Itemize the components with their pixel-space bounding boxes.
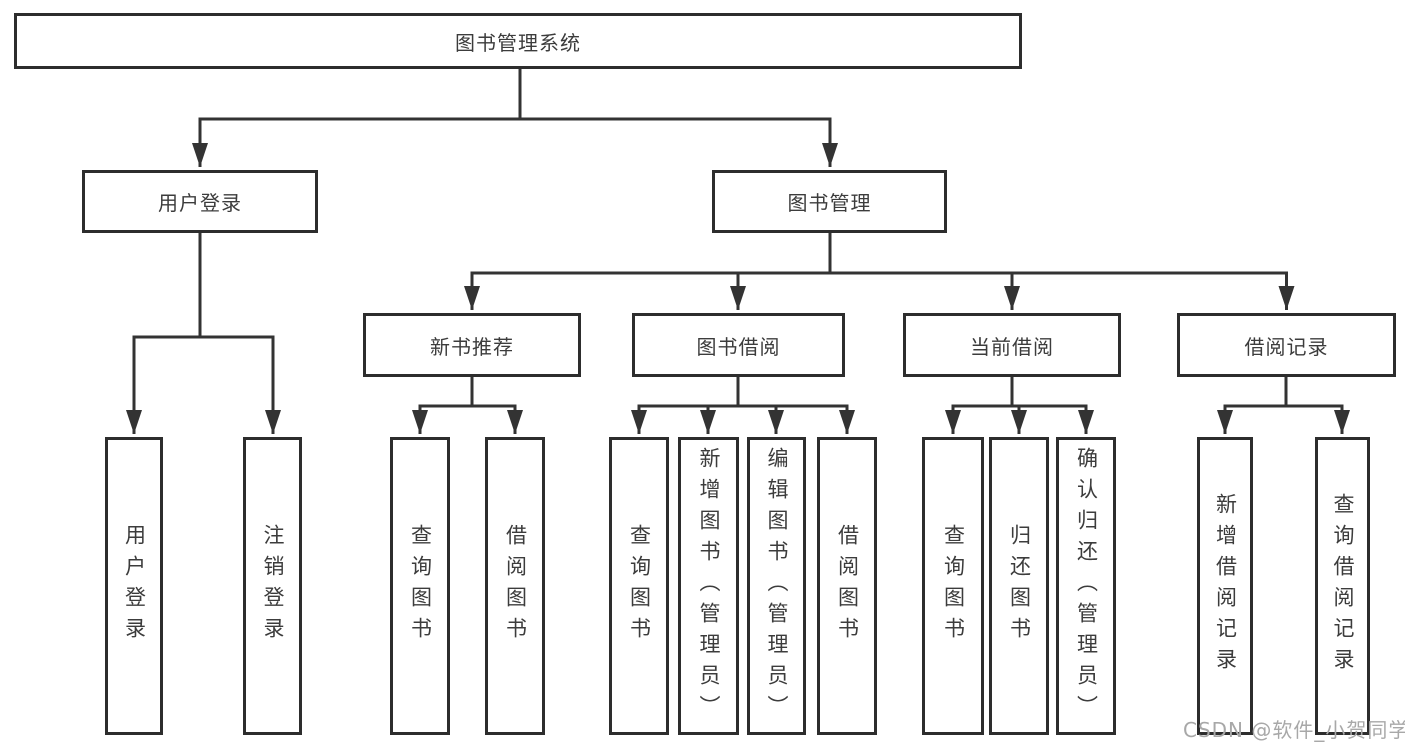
leaf-confirm-return-admin: 确认归还（管理员） [1056, 437, 1116, 735]
leaf-query-books-current-label: 查询图书 [941, 524, 966, 648]
node-root-label: 图书管理系统 [455, 30, 581, 55]
leaf-return-books-label: 归还图书 [1007, 524, 1032, 648]
leaf-return-books: 归还图书 [989, 437, 1049, 735]
node-current-borrow-label: 当前借阅 [970, 334, 1054, 359]
leaf-add-borrow-record: 新增借阅记录 [1197, 437, 1253, 735]
leaf-query-books-current: 查询图书 [922, 437, 984, 735]
leaf-borrow-books-label: 借阅图书 [835, 524, 860, 648]
leaf-query-borrow-record: 查询借阅记录 [1315, 437, 1370, 735]
leaf-edit-book-admin-label: 编辑图书（管理员） [765, 446, 789, 726]
leaf-edit-book-admin: 编辑图书（管理员） [747, 437, 806, 735]
node-new-book-recommend-label: 新书推荐 [430, 334, 514, 359]
leaf-add-book-admin-label: 新增图书（管理员） [697, 446, 721, 726]
leaf-user-login-label: 用户登录 [122, 524, 147, 648]
node-user-login: 用户登录 [82, 170, 318, 233]
leaf-query-books-recommend: 查询图书 [390, 437, 450, 735]
node-borrow-record-label: 借阅记录 [1244, 334, 1329, 359]
leaf-add-borrow-record-label: 新增借阅记录 [1213, 493, 1238, 679]
leaf-user-login: 用户登录 [105, 437, 163, 735]
leaf-confirm-return-admin-label: 确认归还（管理员） [1074, 446, 1099, 726]
leaf-add-book-admin: 新增图书（管理员） [678, 437, 739, 735]
leaf-borrow-books-recommend-label: 借阅图书 [503, 524, 528, 648]
leaf-logout-login: 注销登录 [243, 437, 302, 735]
leaf-borrow-books: 借阅图书 [817, 437, 877, 735]
node-book-borrow: 图书借阅 [632, 313, 845, 377]
leaf-borrow-books-recommend: 借阅图书 [485, 437, 545, 735]
leaf-logout-login-label: 注销登录 [261, 524, 285, 648]
node-book-mgmt-label: 图书管理 [787, 191, 872, 215]
node-current-borrow: 当前借阅 [903, 313, 1121, 377]
node-borrow-record: 借阅记录 [1177, 313, 1396, 377]
csdn-watermark: CSDN @软件_小贺同学 [1183, 718, 1405, 742]
leaf-query-books-borrow-label: 查询图书 [627, 524, 652, 648]
node-book-borrow-label: 图书借阅 [696, 334, 781, 359]
node-user-login-label: 用户登录 [158, 191, 242, 215]
node-new-book-recommend: 新书推荐 [363, 313, 581, 377]
leaf-query-books-recommend-label: 查询图书 [408, 524, 433, 648]
node-root-system: 图书管理系统 [14, 13, 1022, 69]
node-book-mgmt: 图书管理 [712, 170, 947, 233]
leaf-query-borrow-record-label: 查询借阅记录 [1331, 493, 1355, 679]
leaf-query-books-borrow: 查询图书 [609, 437, 669, 735]
